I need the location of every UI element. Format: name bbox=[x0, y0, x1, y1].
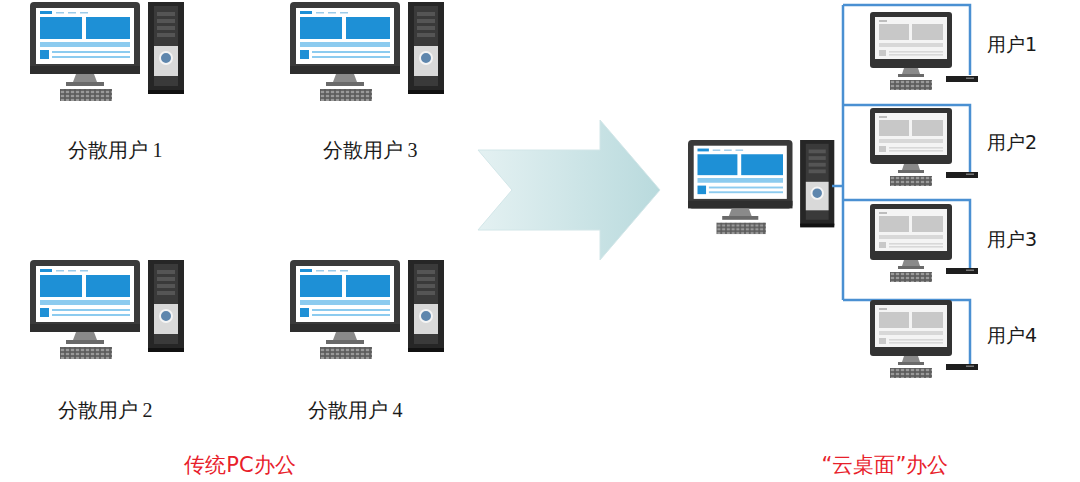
pc-user-node: 分散用户 3 bbox=[323, 137, 418, 164]
pc-icon bbox=[30, 260, 184, 359]
user-label: 用户3 bbox=[987, 227, 1037, 253]
server-icon bbox=[688, 140, 834, 234]
pc-icon bbox=[30, 2, 184, 101]
terminal-icon bbox=[870, 204, 978, 282]
user-label: 分散用户 1 bbox=[68, 137, 163, 164]
pc-user-node: 分散用户 2 bbox=[58, 397, 153, 424]
terminal-user-node: 用户2 bbox=[987, 130, 1037, 156]
terminal-icon bbox=[870, 108, 978, 186]
terminal-icon bbox=[870, 12, 978, 90]
pc-icon bbox=[290, 2, 444, 101]
user-label: 用户4 bbox=[987, 323, 1037, 349]
user-label: 分散用户 4 bbox=[308, 397, 403, 424]
pc-user-node: 分散用户 1 bbox=[68, 137, 163, 164]
user-label: 用户2 bbox=[987, 130, 1037, 156]
pc-user-node: 分散用户 4 bbox=[308, 397, 403, 424]
section-caption: “云桌面”办公 bbox=[822, 451, 949, 479]
transition-arrow bbox=[478, 120, 660, 260]
terminal-user-node: 用户3 bbox=[987, 227, 1037, 253]
terminal-user-node: 用户4 bbox=[987, 323, 1037, 349]
terminal-icon bbox=[870, 300, 978, 378]
section-caption: 传统PC办公 bbox=[184, 451, 295, 479]
user-label: 分散用户 3 bbox=[323, 137, 418, 164]
user-label: 分散用户 2 bbox=[58, 397, 153, 424]
terminal-user-node: 用户1 bbox=[987, 32, 1037, 58]
pc-icon bbox=[290, 260, 444, 359]
user-label: 用户1 bbox=[987, 32, 1037, 58]
